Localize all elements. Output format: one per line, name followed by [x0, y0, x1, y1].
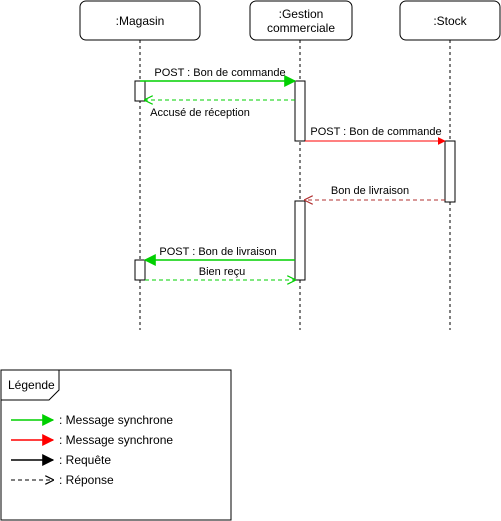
- legend-label-red-sync: : Message synchrone: [59, 433, 173, 447]
- participant-magasin-label: :Magasin: [116, 14, 165, 28]
- legend-title: Légende: [8, 378, 55, 392]
- activation-magasin-2: [134, 259, 146, 281]
- legend-label-green-sync: : Message synchrone: [59, 413, 173, 427]
- message-label-1: POST : Bon de commande: [154, 67, 285, 79]
- legend: Légende : Message synchrone : Message sy…: [0, 369, 232, 521]
- message-label-5: POST : Bon de livraison: [159, 246, 276, 258]
- participant-gestion-label-line2: commerciale: [267, 21, 335, 35]
- message-label-4: Bon de livraison: [331, 185, 409, 197]
- participant-gestion-commerciale[interactable]: :Gestion commerciale: [249, 0, 353, 41]
- legend-label-reply: : Réponse: [59, 473, 114, 487]
- participant-magasin[interactable]: :Magasin: [79, 0, 201, 41]
- message-label-6: Bien reçu: [199, 266, 245, 278]
- participant-stock[interactable]: :Stock: [399, 0, 501, 41]
- activation-gestion-1: [294, 80, 306, 142]
- activation-magasin-1: [134, 80, 146, 102]
- legend-label-request: : Requête: [59, 453, 111, 467]
- message-label-2: Accusé de réception: [150, 107, 250, 119]
- participant-gestion-label-line1: :Gestion: [279, 7, 324, 21]
- participant-stock-label: :Stock: [433, 14, 467, 28]
- legend-title-tab: [0, 369, 60, 401]
- message-label-3: POST : Bon de commande: [310, 126, 441, 138]
- activation-stock-1: [444, 140, 456, 203]
- activation-gestion-2: [294, 200, 306, 281]
